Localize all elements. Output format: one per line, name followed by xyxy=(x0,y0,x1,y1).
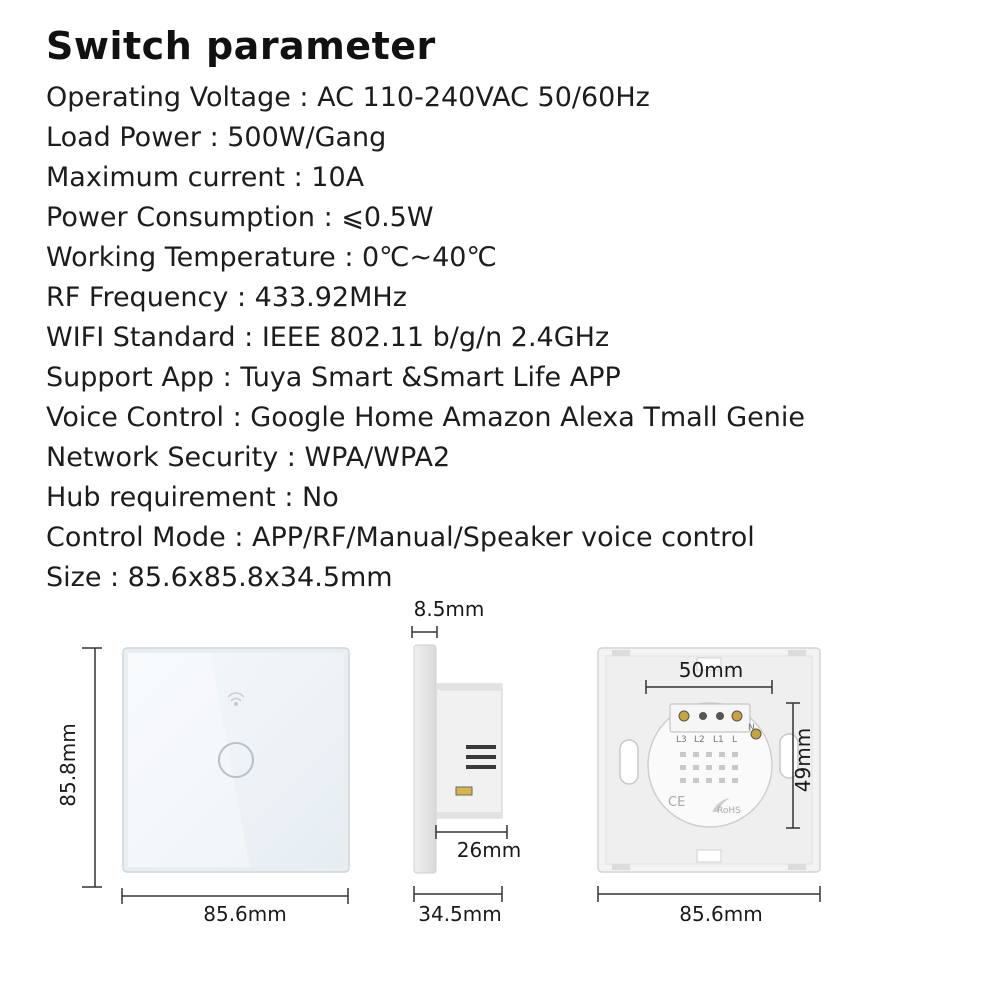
back-hole-spacing-v-label: 49mm xyxy=(791,728,815,792)
terminal-label-l: L xyxy=(732,735,737,745)
back-width-label: 85.6mm xyxy=(679,902,763,926)
side-plate-dimension xyxy=(411,626,438,638)
spec-working-temperature: Working Temperature : 0℃~40℃ xyxy=(46,242,497,273)
page-title: Switch parameter xyxy=(46,24,436,68)
back-hole-spacing-h-label: 50mm xyxy=(679,658,743,682)
back-hole-spacing-h-dimension xyxy=(645,680,773,694)
rohs-mark-icon: RoHS xyxy=(717,806,741,816)
terminal-label-l2: L2 xyxy=(694,735,705,745)
side-total-dimension xyxy=(413,886,503,902)
back-hole-spacing-v-dimension xyxy=(786,702,800,829)
front-width-label: 85.6mm xyxy=(203,902,287,926)
spec-control-mode: Control Mode : APP/RF/Manual/Speaker voi… xyxy=(46,522,755,553)
front-height-dimension xyxy=(82,647,102,888)
spec-rf-frequency: RF Frequency : 433.92MHz xyxy=(46,282,407,313)
side-total-label: 34.5mm xyxy=(418,902,502,926)
side-view xyxy=(413,644,503,874)
side-plate-label: 8.5mm xyxy=(414,597,485,621)
spec-hub-requirement: Hub requirement : No xyxy=(46,482,339,513)
front-width-dimension xyxy=(121,888,349,904)
spec-size: Size : 85.6x85.8x34.5mm xyxy=(46,562,393,593)
spec-load-power: Load Power : 500W/Gang xyxy=(46,122,387,153)
spec-operating-voltage: Operating Voltage : AC 110-240VAC 50/60H… xyxy=(46,82,650,113)
wifi-icon xyxy=(227,692,245,707)
terminal-label-n: N xyxy=(748,723,755,733)
back-width-dimension xyxy=(597,886,821,902)
spec-support-app: Support App : Tuya Smart &Smart Life APP xyxy=(46,362,621,393)
terminal-label-l3: L3 xyxy=(676,735,687,745)
spec-maximum-current: Maximum current : 10A xyxy=(46,162,365,193)
spec-wifi-standard: WIFI Standard : IEEE 802.11 b/g/n 2.4GHz xyxy=(46,322,610,353)
spec-list: Operating Voltage : AC 110-240VAC 50/60H… xyxy=(46,78,805,598)
spec-power-consumption: Power Consumption : ⩽0.5W xyxy=(46,202,434,233)
side-depth-dimension xyxy=(435,825,508,839)
ce-mark-icon: CE xyxy=(668,795,685,810)
terminal-label-l1: L1 xyxy=(713,735,724,745)
side-depth-label: 26mm xyxy=(457,838,521,862)
front-height-label: 85.8mm xyxy=(56,723,80,807)
touch-button-icon xyxy=(218,742,254,778)
front-view xyxy=(122,647,350,873)
back-view xyxy=(597,647,821,873)
spec-network-security: Network Security : WPA/WPA2 xyxy=(46,442,451,473)
spec-voice-control: Voice Control : Google Home Amazon Alexa… xyxy=(46,402,806,433)
